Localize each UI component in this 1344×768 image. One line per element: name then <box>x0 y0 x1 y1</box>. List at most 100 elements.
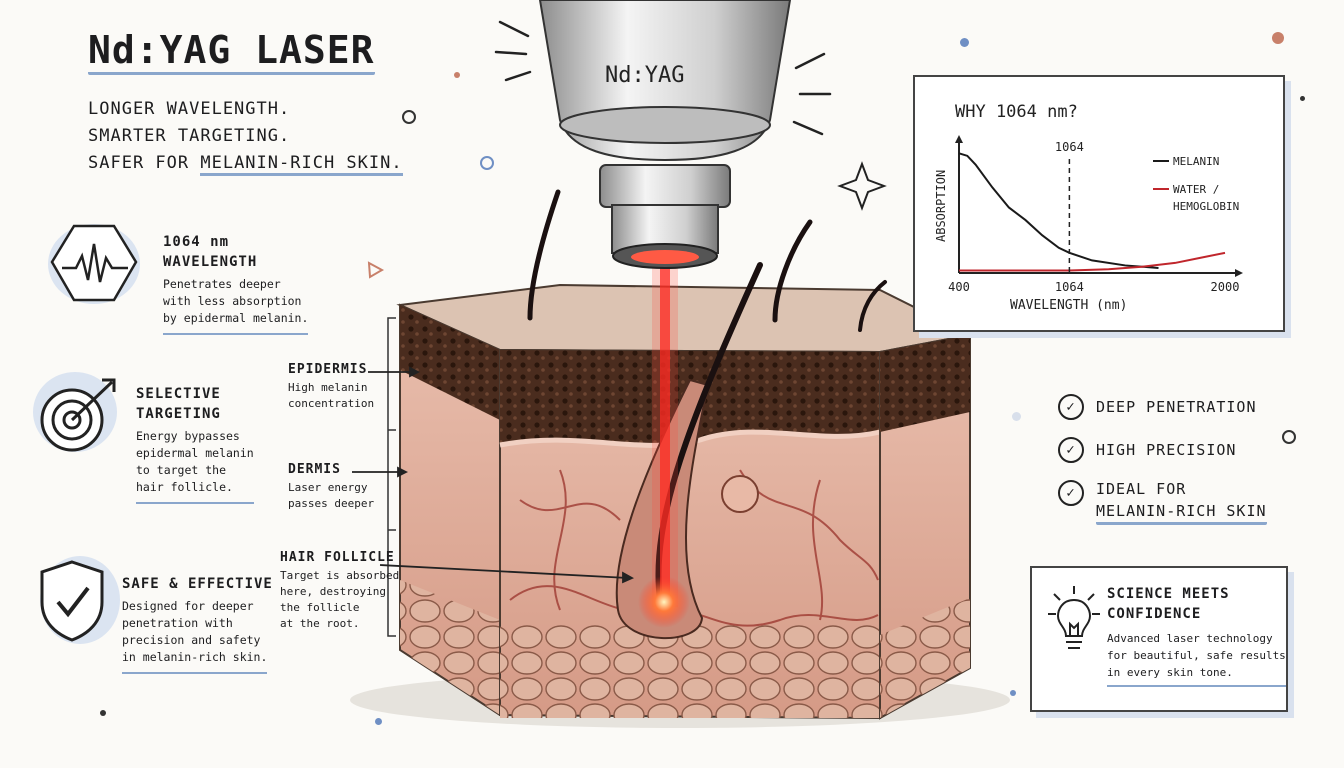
wave-icon <box>44 218 144 312</box>
benefit-text-block: IDEAL FOR MELANIN-RICH SKIN <box>1096 480 1267 525</box>
chart-series-melanin <box>958 152 1159 269</box>
fat-left <box>400 580 500 715</box>
sparkle-icon <box>837 161 887 211</box>
benefit-text: DEEP PENETRATION <box>1096 398 1257 416</box>
feature-desc: Penetrates deeper with less absorption b… <box>163 276 309 335</box>
benefit-text: HIGH PRECISION <box>1096 441 1237 459</box>
confidence-desc-line: for beautiful, safe results <box>1107 649 1286 662</box>
feature-desc-line: by epidermal melanin. <box>163 311 309 325</box>
feature-desc-line: precision and safety <box>122 633 261 647</box>
chart-x-tick-400: 400 <box>948 280 970 294</box>
confidence-desc-line: Advanced laser technology <box>1107 632 1273 645</box>
layer-title: HAIR FOLLICLE <box>280 550 395 565</box>
laser-beam <box>660 262 670 607</box>
skin-surface <box>396 283 974 354</box>
shield-check-icon <box>30 550 130 654</box>
feature-desc-line: hair follicle. <box>136 480 233 494</box>
chart-marker-label: 1064 <box>1055 140 1084 154</box>
feature-desc-line: Penetrates deeper <box>163 277 281 291</box>
feature-desc: Energy bypasses epidermal melanin to tar… <box>136 428 254 504</box>
epidermis-right <box>880 335 970 432</box>
legend-water-line: WATER / <box>1173 183 1219 196</box>
chart-series-water-hemoglobin <box>959 251 1226 272</box>
decor-dot <box>402 110 416 124</box>
confidence-title: CONFIDENCE <box>1107 606 1202 622</box>
subtitle-line: SAFER FOR MELANIN-RICH SKIN. <box>88 150 403 177</box>
decor-dot <box>1010 690 1016 696</box>
check-icon: ✓ <box>1058 480 1084 506</box>
sebaceous-gland <box>721 475 759 513</box>
decor-dot <box>1272 32 1284 44</box>
feature-title: TARGETING <box>136 406 221 422</box>
feature-desc-line: penetration with <box>122 616 233 630</box>
decor-dot <box>960 38 969 47</box>
feature-desc-line: Designed for deeper <box>122 599 254 613</box>
decor-dot <box>1012 412 1021 421</box>
feature-desc-line: with less absorption <box>163 294 302 308</box>
layer-desc-line: concentration <box>288 397 375 410</box>
label-hair-follicle: HAIR FOLLICLE Target is absorbed here, d… <box>280 550 399 632</box>
legend-water-line: HEMOGLOBIN <box>1173 200 1239 213</box>
legend-water-hemoglobin: WATER / HEMOGLOBIN <box>1173 183 1239 213</box>
handpiece-collar <box>599 164 731 208</box>
fat-front <box>500 625 880 718</box>
layer-desc-line: the follicle <box>280 601 360 614</box>
benefit-deep-penetration: ✓DEEP PENETRATION <box>1058 394 1257 420</box>
confidence-text: SCIENCE MEETS CONFIDENCE Advanced laser … <box>1107 584 1286 687</box>
confidence-desc: Advanced laser technology for beautiful,… <box>1107 630 1286 687</box>
decor-dot <box>454 72 460 78</box>
chart-ylabel: ABSORPTION <box>934 170 948 242</box>
feature-desc-line: Energy bypasses <box>136 429 240 443</box>
layer-desc-line: at the root. <box>280 617 360 630</box>
feature-title: WAVELENGTH <box>163 254 258 270</box>
feature-title: SAFE & EFFECTIVE <box>122 576 273 592</box>
benefit-ideal: ✓ IDEAL FOR MELANIN-RICH SKIN <box>1058 480 1267 525</box>
layer-desc-line: passes deeper <box>288 497 375 510</box>
absorption-chart-card: WHY 1064 nm? ABSORPTION WAVELENGTH (nm) … <box>913 75 1285 332</box>
benefit-text: MELANIN-RICH SKIN <box>1096 502 1267 525</box>
layer-desc-line: Target is absorbed <box>280 569 400 582</box>
chart-legend: MELANIN WATER / HEMOGLOBIN <box>1153 155 1239 213</box>
layer-desc: Target is absorbed here, destroying the … <box>280 568 399 632</box>
decor-dot <box>480 156 494 170</box>
benefit-text: IDEAL FOR <box>1096 480 1187 498</box>
layer-title: EPIDERMIS <box>288 362 368 377</box>
feature-targeting: SELECTIVE TARGETING Energy bypasses epid… <box>136 384 386 504</box>
feature-title: 1064 nm <box>163 234 230 250</box>
epidermis-left <box>400 305 500 420</box>
decor-dot <box>100 710 106 716</box>
decor-dot <box>1282 430 1296 444</box>
device-label: Nd:YAG <box>605 63 684 88</box>
subtitle-highlight: MELANIN-RICH SKIN. <box>200 153 403 176</box>
layer-desc-line: here, destroying <box>280 585 386 598</box>
feature-desc-line: to target the <box>136 463 227 477</box>
chart-x-tick-2000: 2000 <box>1211 280 1240 294</box>
confidence-title: SCIENCE MEETS <box>1107 586 1230 602</box>
absorption-chart: WHY 1064 nm? ABSORPTION WAVELENGTH (nm) … <box>934 102 1243 313</box>
feature-title: SELECTIVE <box>136 386 221 402</box>
label-arrows <box>352 366 635 584</box>
decor-dot <box>1300 96 1305 101</box>
legend-melanin: MELANIN <box>1173 155 1219 168</box>
check-icon: ✓ <box>1058 437 1084 463</box>
subtitle: LONGER WAVELENGTH. SMARTER TARGETING. SA… <box>88 96 403 177</box>
hair-shaft <box>655 262 763 603</box>
feature-desc-line: in melanin-rich skin. <box>122 650 268 664</box>
lightbulb-icon <box>1046 584 1102 658</box>
feature-desc: Designed for deeper penetration with pre… <box>122 598 268 674</box>
feature-desc-line: epidermal melanin <box>136 446 254 460</box>
subtitle-text: SAFER FOR <box>88 153 201 173</box>
hair-strand <box>527 189 561 321</box>
chart-x-tick-1064: 1064 <box>1055 280 1084 294</box>
feature-safe: SAFE & EFFECTIVE Designed for deeper pen… <box>122 574 372 674</box>
subtitle-line: SMARTER TARGETING. <box>88 126 291 146</box>
feature-wavelength: 1064 nm WAVELENGTH Penetrates deeper wit… <box>163 232 413 335</box>
fat-right <box>880 598 970 718</box>
subtitle-line: LONGER WAVELENGTH. <box>88 99 291 119</box>
laser-aperture <box>631 250 699 264</box>
layer-title: DERMIS <box>288 462 341 477</box>
